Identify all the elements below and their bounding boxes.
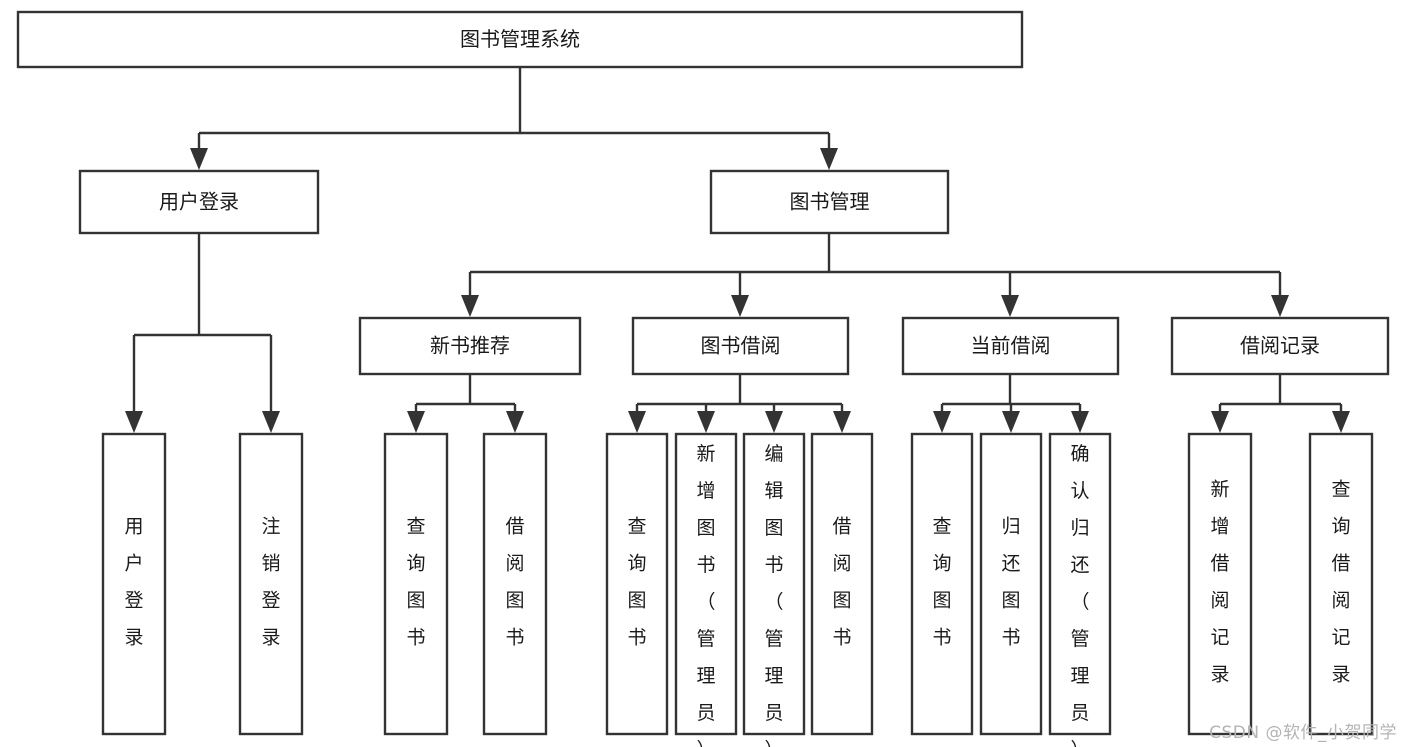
book-manage-to-level3-arrow-3 [1271,295,1289,317]
level3-node-rect [631,316,850,376]
nodes-layer: 图书管理系统用户登录图书管理新书推荐图书借阅当前借阅借阅记录用户登录注销登录查询… [16,10,1390,747]
leaf-node-10[interactable]: 确认归还（管理员） [1048,432,1112,747]
leaf-node-6[interactable]: 编辑图书（管理员） [742,432,806,747]
leaf-node-12[interactable]: 查询借阅记录 [1308,432,1374,736]
level2-node-0[interactable]: 用户登录 [78,169,320,235]
book-borrow-to-leaves-arrow-1 [697,411,715,433]
level3-node-rect [901,316,1120,376]
leaf-node-rect-2 [383,432,449,736]
leaf-node-label-9: 归还图书 [1001,516,1020,649]
leaf-node-rect-10 [1048,432,1112,736]
level2-node-label: 用户登录 [159,190,239,214]
leaf-node-label-11: 新增借阅记录 [1210,479,1229,686]
level2-node-1[interactable]: 图书管理 [709,169,950,235]
leaf-node-rect-5 [674,432,738,736]
leaf-node-label-0: 用户登录 [124,516,143,649]
leaf-node-7[interactable]: 借阅图书 [810,432,874,736]
user-login-to-leaves-arrow-0 [125,411,143,433]
leaf-node-rect-3 [482,432,548,736]
leaf-node-label-4: 查询图书 [627,516,646,649]
new-book-rec-to-leaves-arrow-0 [407,411,425,433]
level2-node-label: 图书管理 [790,190,870,214]
leaf-node-rect-6 [742,432,806,736]
leaf-node-label-8: 查询图书 [932,516,951,649]
leaf-node-rect-9 [979,432,1043,736]
book-manage-to-level3-arrow-0 [461,295,479,317]
level3-node-label: 借阅记录 [1240,334,1320,358]
leaf-node-rect-4 [605,432,669,736]
leaf-node-label-3: 借阅图书 [505,516,524,649]
leaf-node-9[interactable]: 归还图书 [979,432,1043,736]
leaf-node-rect-8 [910,432,974,736]
leaf-node-rect-12 [1308,432,1374,736]
level3-node-label: 图书借阅 [701,334,781,358]
leaf-node-3[interactable]: 借阅图书 [482,432,548,736]
leaf-node-label-7: 借阅图书 [832,516,851,649]
root-node[interactable]: 图书管理系统 [16,10,1024,69]
level3-node-label: 新书推荐 [430,334,510,358]
root-to-level2-arrow-0 [190,148,208,170]
current-borrow-to-leaves-arrow-1 [1002,411,1020,433]
root-node-label: 图书管理系统 [460,27,580,51]
level2-node-rect [78,169,320,235]
level3-node-1[interactable]: 图书借阅 [631,316,850,376]
leaf-node-label-12: 查询借阅记录 [1331,479,1350,686]
leaf-node-rect-0 [101,432,167,736]
leaf-node-8[interactable]: 查询图书 [910,432,974,736]
level3-node-rect [358,316,582,376]
user-login-to-leaves-arrow-1 [262,411,280,433]
level3-node-label: 当前借阅 [971,334,1051,358]
leaf-node-label-5: 新增图书（管理员） [696,443,715,747]
leaf-node-5[interactable]: 新增图书（管理员） [674,432,738,747]
level3-node-3[interactable]: 借阅记录 [1170,316,1390,376]
level3-node-rect [1170,316,1390,376]
current-borrow-to-leaves-arrow-2 [1071,411,1089,433]
level3-node-0[interactable]: 新书推荐 [358,316,582,376]
leaf-node-rect-7 [810,432,874,736]
level2-node-rect [709,169,950,235]
leaf-node-label-2: 查询图书 [406,516,425,649]
leaf-node-11[interactable]: 新增借阅记录 [1187,432,1253,736]
new-book-rec-to-leaves-arrow-1 [506,411,524,433]
book-manage-to-level3-arrow-2 [1001,295,1019,317]
book-borrow-to-leaves-arrow-2 [765,411,783,433]
edges-layer [125,67,1350,433]
leaf-node-0[interactable]: 用户登录 [101,432,167,736]
leaf-node-label-6: 编辑图书（管理员） [764,443,783,747]
leaf-node-label-1: 注销登录 [261,516,280,649]
book-borrow-to-leaves-arrow-0 [628,411,646,433]
root-node-rect [16,10,1024,69]
leaf-node-rect-11 [1187,432,1253,736]
borrow-record-to-leaves-arrow-0 [1211,411,1229,433]
leaf-node-4[interactable]: 查询图书 [605,432,669,736]
leaf-node-1[interactable]: 注销登录 [238,432,304,736]
leaf-node-2[interactable]: 查询图书 [383,432,449,736]
borrow-record-to-leaves-arrow-1 [1332,411,1350,433]
current-borrow-to-leaves-arrow-0 [933,411,951,433]
book-borrow-to-leaves-arrow-3 [833,411,851,433]
level3-node-2[interactable]: 当前借阅 [901,316,1120,376]
book-manage-to-level3-arrow-1 [731,295,749,317]
leaf-node-label-10: 确认归还（管理员） [1070,443,1089,747]
leaf-node-rect-1 [238,432,304,736]
root-to-level2-arrow-1 [820,148,838,170]
